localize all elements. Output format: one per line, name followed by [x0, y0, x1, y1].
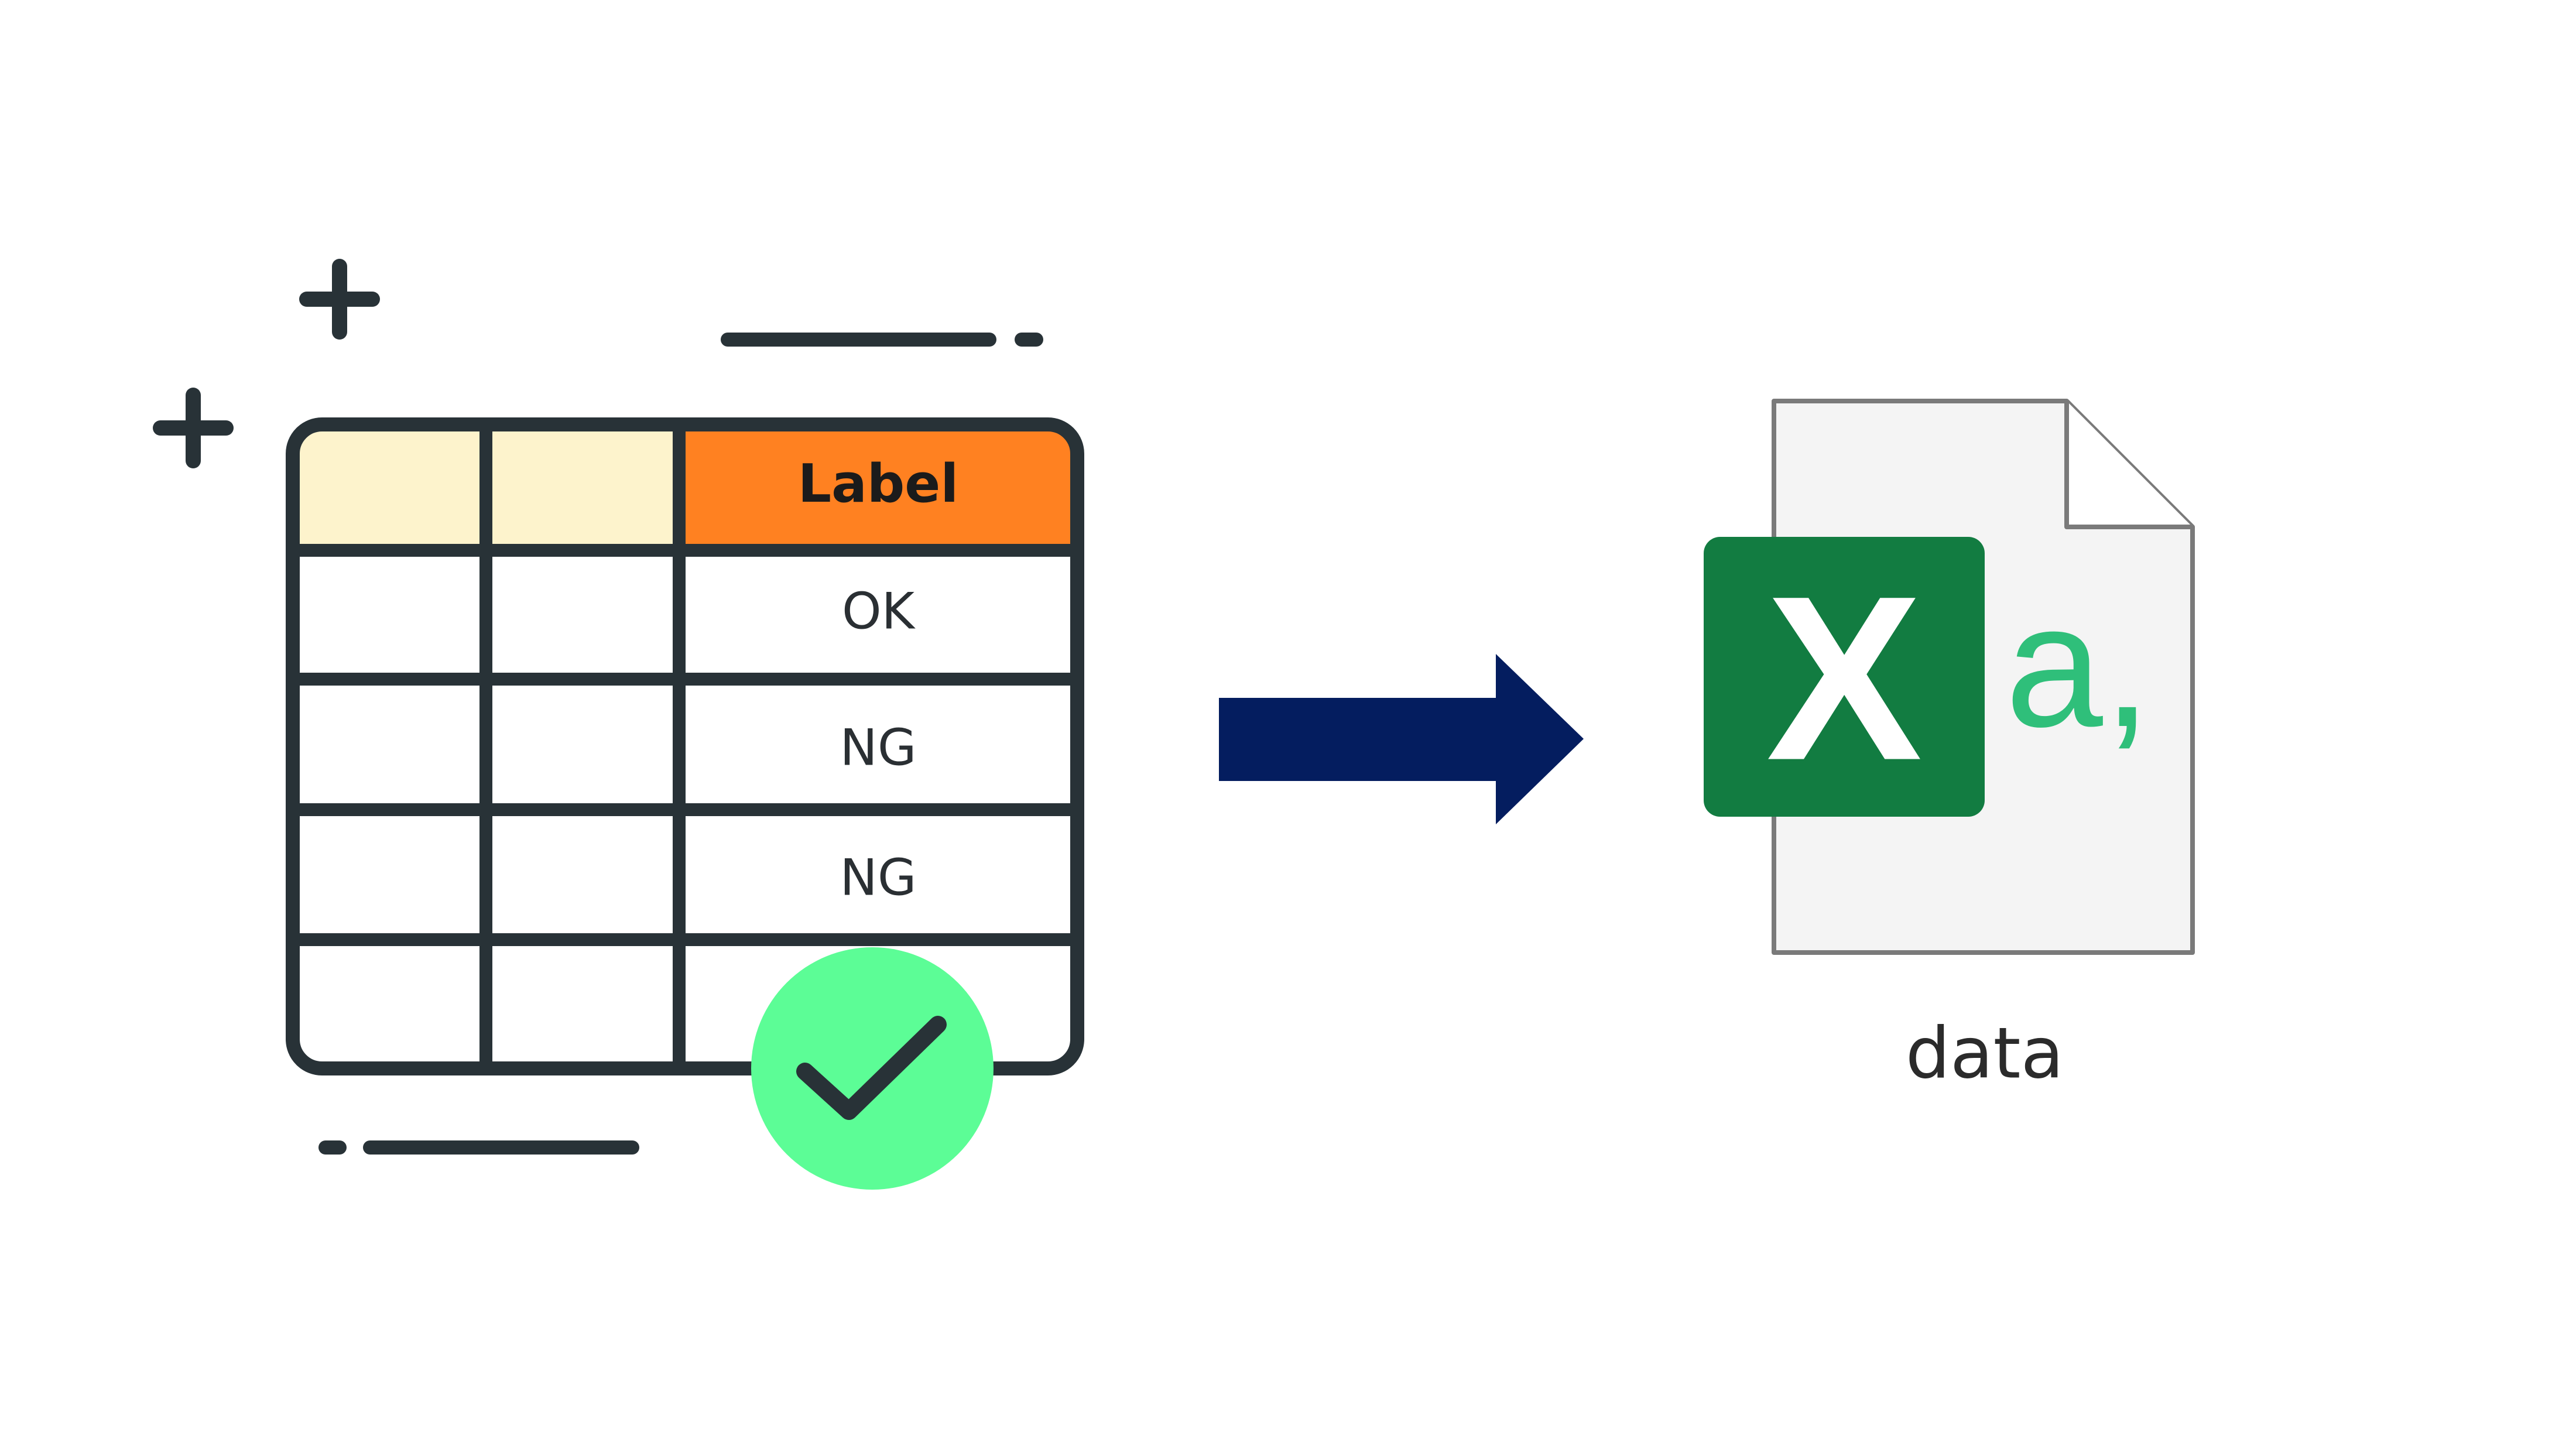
- file-name-label: data: [1906, 1013, 2064, 1095]
- header-cell-label: [677, 430, 1071, 544]
- check-icon: [796, 1016, 947, 1120]
- excel-badge-text: a,: [2005, 567, 2152, 763]
- table-cell-row-3: NG: [840, 848, 917, 907]
- table-header-label: Label: [798, 453, 958, 515]
- header-cell-1: [299, 430, 482, 544]
- arrow-right-icon: [1219, 654, 1584, 824]
- header-cell-2: [482, 430, 677, 544]
- check-badge: [751, 947, 994, 1190]
- table-cell-row-1: OK: [842, 582, 916, 640]
- excel-file-icon: X a,: [1704, 399, 2195, 955]
- excel-x-letter: X: [1766, 547, 1924, 809]
- plus-icon: [153, 388, 234, 468]
- excel-tile: [1704, 537, 1985, 817]
- table-icon: Label OK NG NG: [286, 417, 1084, 1075]
- plus-icon: [299, 259, 380, 340]
- file-fold: [2064, 401, 2193, 529]
- table-cell-row-2: NG: [840, 718, 917, 777]
